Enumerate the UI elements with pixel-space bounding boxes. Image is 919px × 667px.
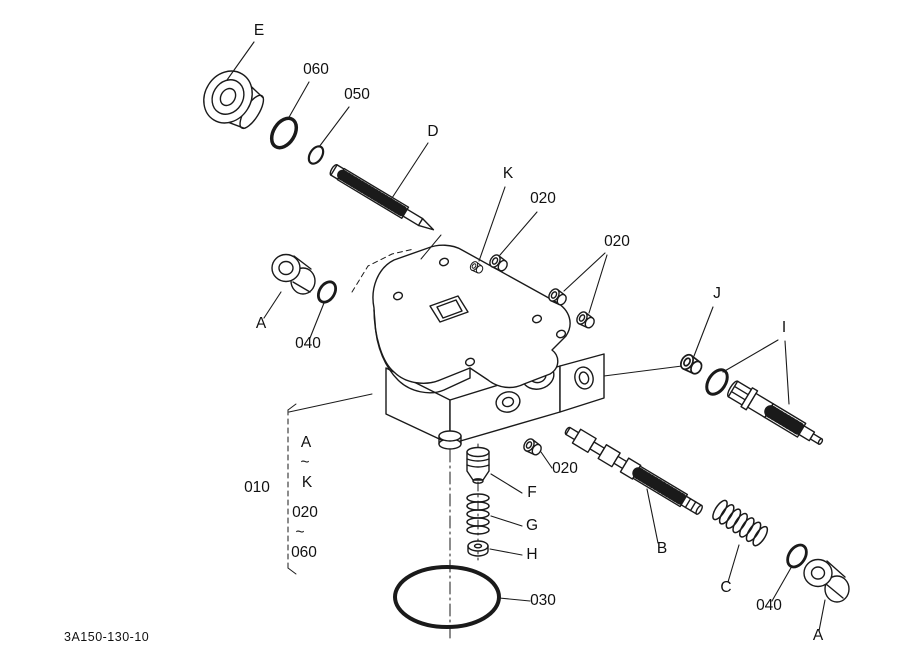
- seat-h: [467, 540, 489, 557]
- callout-b-label: B: [657, 540, 667, 557]
- valve-i: [726, 380, 824, 445]
- callout-030-label: 030: [530, 592, 556, 609]
- spool-b: [564, 426, 703, 515]
- o-ring-040-right: [786, 543, 808, 569]
- drawing-code: 3A150-130-10: [64, 630, 149, 644]
- callout-k-label: K: [503, 165, 514, 182]
- spring-c: [712, 499, 769, 547]
- callout-f-label: F: [527, 484, 536, 501]
- callout-060-label: 060: [303, 61, 329, 78]
- callout-g-label: G: [526, 517, 538, 534]
- screw-d: [329, 163, 435, 231]
- callout-c-label: C: [720, 579, 731, 596]
- plug-e: [203, 70, 265, 130]
- callout-d-label: D: [427, 123, 438, 140]
- callout-040-left-label: 040: [295, 335, 321, 352]
- callouts: E 060 050 D K 020 020 A 040 J I 020 F G …: [64, 22, 824, 644]
- callout-a-left-label: A: [256, 315, 267, 332]
- set-screw-020-pair-2: [574, 309, 598, 331]
- plug-a-right: [803, 558, 850, 603]
- valve-body: [372, 244, 605, 450]
- callout-040-right-label: 040: [756, 597, 782, 614]
- callout-e-label: E: [254, 22, 264, 39]
- range-tilde-2: ~: [295, 524, 304, 541]
- range-tilde-1: ~: [300, 454, 309, 471]
- range-a-label: A: [301, 434, 312, 451]
- callout-010-label: 010: [244, 479, 270, 496]
- o-ring-060: [269, 116, 299, 150]
- callout-020-top-label: 020: [530, 190, 556, 207]
- valve-f: [466, 446, 490, 484]
- callout-h-label: H: [526, 546, 537, 563]
- callout-020-lower-label: 020: [552, 460, 578, 477]
- range-060-label: 060: [291, 544, 317, 561]
- o-ring-030: [393, 565, 501, 629]
- plug-a-left: [271, 253, 316, 295]
- callout-050-label: 050: [344, 86, 370, 103]
- callout-a-right-label: A: [813, 627, 824, 644]
- range-k-label: K: [302, 474, 313, 491]
- callout-j-label: J: [713, 285, 721, 302]
- spring-g: [466, 493, 490, 535]
- leader-lines: [226, 41, 826, 632]
- callout-i-label: I: [782, 319, 786, 336]
- range-020-label: 020: [292, 504, 318, 521]
- plug-j: [677, 351, 706, 378]
- callout-020-pair-label: 020: [604, 233, 630, 250]
- set-screw-020-lower: [521, 436, 545, 458]
- o-ring-040-left: [316, 280, 338, 304]
- ring-050: [307, 145, 325, 165]
